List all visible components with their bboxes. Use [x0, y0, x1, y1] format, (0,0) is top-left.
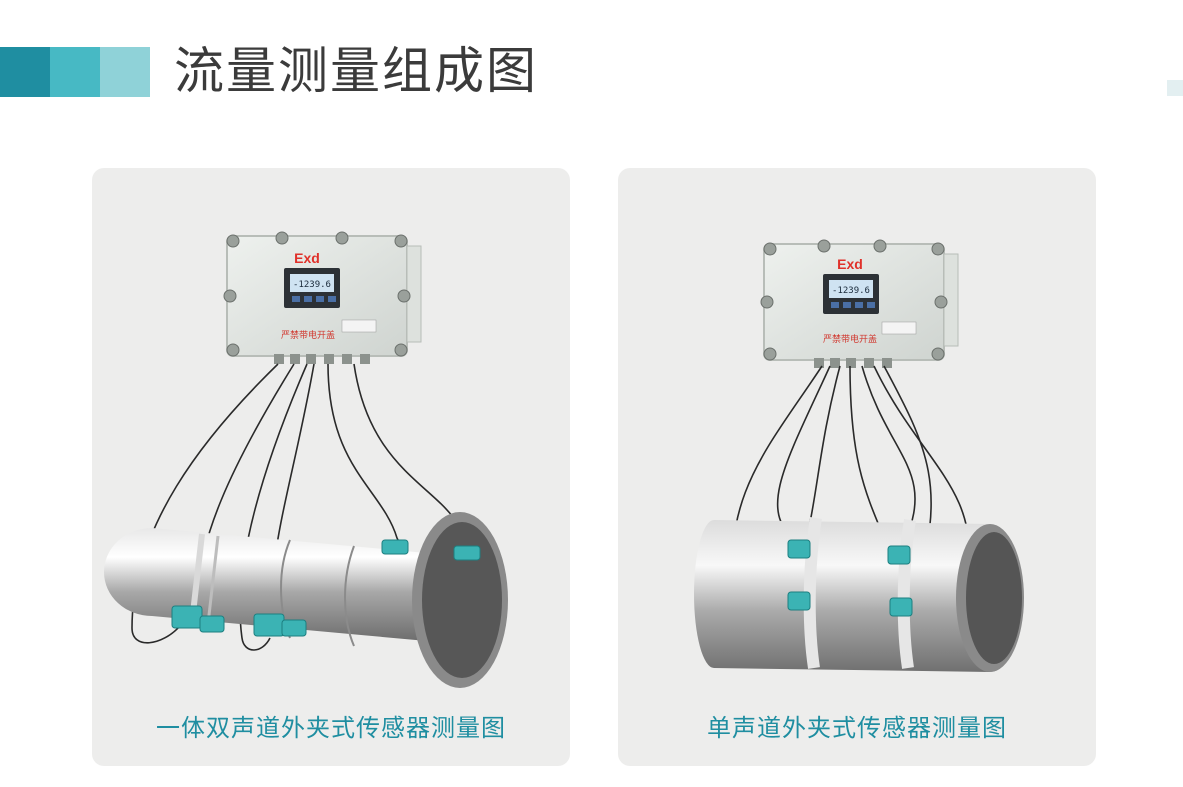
flowmeter-enclosure: Exd -1239.6 严禁带电开盖: [223, 231, 422, 364]
sensor-clamps: [787, 539, 913, 617]
pipe: [104, 512, 508, 688]
dual-channel-caption: 一体双声道外夹式传感器测量图: [156, 714, 506, 742]
exd-logo: Exd: [294, 250, 320, 266]
dual-channel-panel: Exd -1239.6 严禁带电开盖: [92, 168, 570, 766]
warning-label: 严禁带电开盖: [281, 329, 335, 340]
flowmeter-enclosure: Exd -1239.6 严禁带电开盖: [760, 239, 959, 368]
pipe: [694, 517, 1024, 672]
single-channel-illustration: Exd -1239.6 严禁带电开盖: [694, 239, 1024, 672]
corner-decoration: [1167, 80, 1183, 96]
sensor-clamps: [171, 539, 481, 637]
accent-block-light: [100, 47, 150, 97]
sensor-bottom-right: [889, 597, 913, 617]
exd-logo: Exd: [837, 256, 863, 272]
sensor-1-upstream: [381, 539, 409, 555]
display-readout: -1239.6: [832, 286, 870, 296]
sensor-top-right: [887, 545, 911, 565]
page-title: 流量测量组成图: [174, 42, 538, 100]
accent-block-dark: [0, 47, 50, 97]
dual-channel-illustration: Exd -1239.6 严禁带电开盖: [104, 231, 508, 688]
sensor-bottom-left: [787, 591, 811, 611]
warning-label: 严禁带电开盖: [823, 333, 877, 344]
sensor-2-upstream: [453, 545, 481, 561]
accent-block-mid: [50, 47, 100, 97]
single-channel-panel: Exd -1239.6 严禁带电开盖: [618, 168, 1096, 766]
display-readout: -1239.6: [293, 280, 331, 290]
sensor-2-downstream: [253, 613, 285, 637]
single-channel-caption: 单声道外夹式传感器测量图: [707, 714, 1007, 742]
sensor-1-downstream: [171, 605, 203, 629]
sensor-top-left: [787, 539, 811, 559]
